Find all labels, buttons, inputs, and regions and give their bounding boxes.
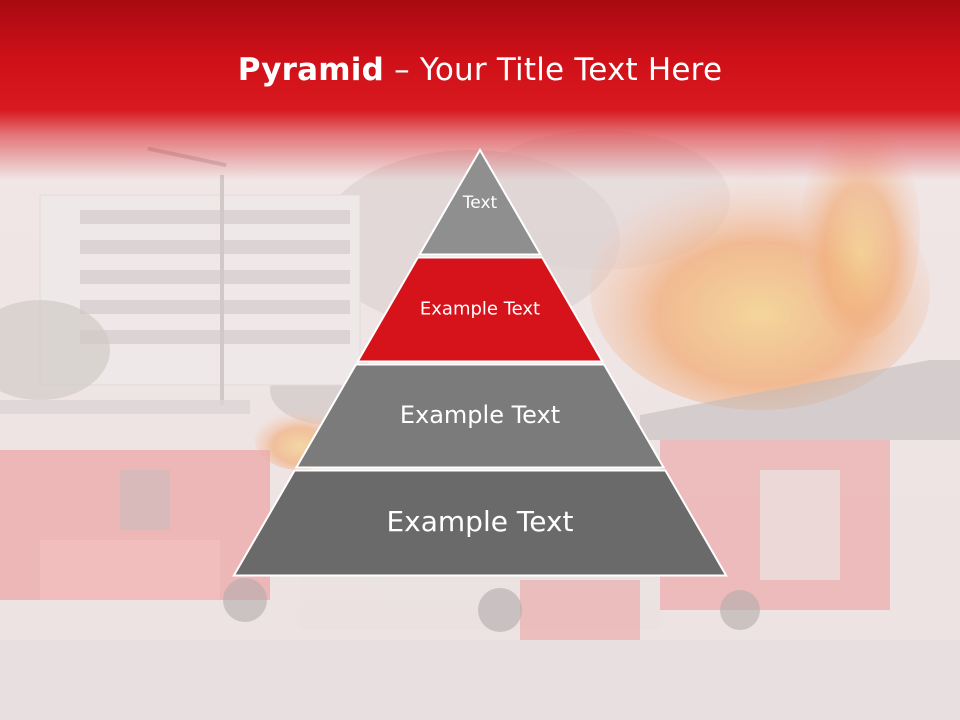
pyramid-tier-3[interactable] bbox=[294, 363, 666, 469]
pyramid-tier-1[interactable] bbox=[417, 148, 543, 256]
title-bold: Pyramid bbox=[237, 52, 385, 88]
pyramid-tier-2[interactable] bbox=[355, 256, 605, 363]
title-rest: – Your Title Text Here bbox=[384, 52, 723, 88]
slide-title[interactable]: Pyramid – Your Title Text Here bbox=[0, 52, 960, 88]
pyramid-tier-2-label[interactable]: Example Text bbox=[420, 299, 540, 320]
pyramid-tier-3-label[interactable]: Example Text bbox=[400, 401, 560, 429]
pyramid-tier-1-label[interactable]: Text bbox=[462, 193, 498, 213]
pyramid-tier-4[interactable] bbox=[232, 469, 728, 577]
pyramid-tier-4-label[interactable]: Example Text bbox=[386, 505, 573, 538]
